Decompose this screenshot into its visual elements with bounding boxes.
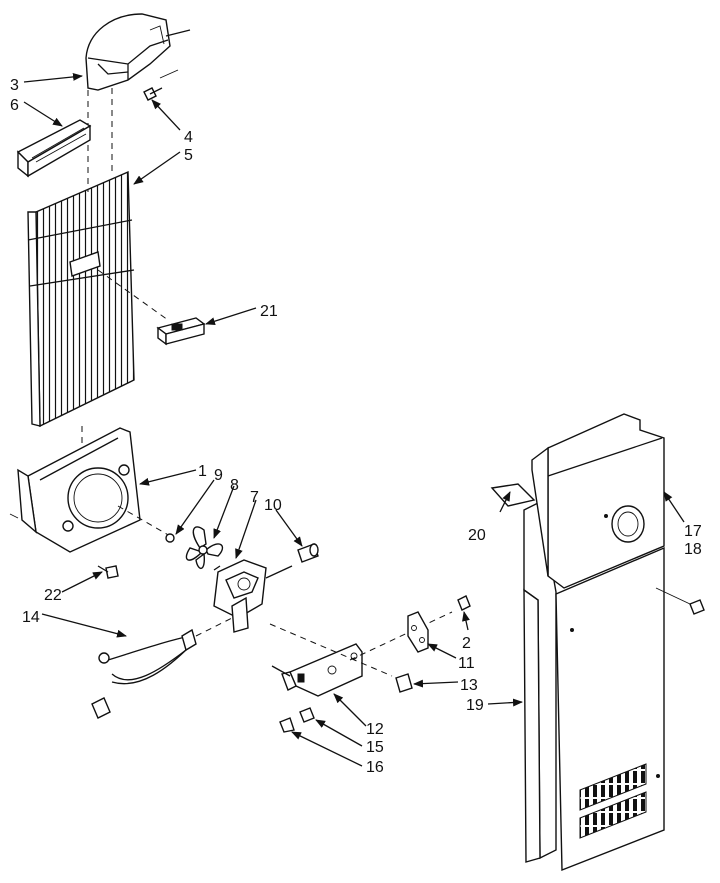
callout-2: 2 bbox=[462, 635, 471, 652]
callout-15: 15 bbox=[366, 739, 384, 756]
rear-access-panel bbox=[531, 413, 665, 872]
screw-2 bbox=[457, 595, 471, 611]
fan-blade bbox=[185, 526, 224, 569]
callout-20: 20 bbox=[468, 527, 486, 544]
callout-16: 16 bbox=[366, 759, 384, 776]
screw-22 bbox=[97, 565, 119, 579]
gasket-strip bbox=[490, 483, 536, 507]
fan-motor bbox=[213, 559, 293, 633]
callout-1: 1 bbox=[198, 463, 207, 480]
air-duct-cover bbox=[85, 13, 191, 91]
callout-11: 11 bbox=[458, 655, 475, 672]
callout-13: 13 bbox=[460, 677, 478, 694]
callout-14: 14 bbox=[22, 609, 40, 626]
callout-18: 18 bbox=[684, 541, 702, 558]
callout-8: 8 bbox=[230, 477, 239, 494]
bracket-21 bbox=[156, 317, 206, 346]
callout-19: 19 bbox=[466, 697, 484, 714]
grommet-10 bbox=[297, 543, 319, 563]
callout-17: 17 bbox=[684, 523, 702, 540]
callout-4: 4 bbox=[184, 129, 193, 146]
callout-7: 7 bbox=[250, 489, 259, 506]
screw-15 bbox=[299, 707, 315, 723]
callout-5: 5 bbox=[184, 147, 193, 164]
callout-9: 9 bbox=[214, 467, 223, 484]
switch-11 bbox=[407, 611, 429, 653]
callout-22: 22 bbox=[44, 587, 62, 604]
callout-leaders bbox=[23, 72, 685, 767]
wire-harness bbox=[91, 628, 197, 719]
screw-4 bbox=[143, 69, 179, 101]
bushing-13 bbox=[395, 673, 413, 693]
liner-channel bbox=[523, 500, 557, 863]
screw-16 bbox=[279, 717, 295, 733]
callout-21: 21 bbox=[260, 303, 278, 320]
motor-bracket bbox=[271, 643, 363, 697]
callout-labels: 3 6 4 5 21 1 9 8 7 10 22 14 20 2 11 13 1… bbox=[10, 77, 702, 776]
callout-10: 10 bbox=[264, 497, 282, 514]
callout-6: 6 bbox=[10, 97, 19, 114]
screw-18 bbox=[655, 587, 705, 615]
callout-12: 12 bbox=[366, 721, 384, 738]
callout-3: 3 bbox=[10, 77, 19, 94]
nut-9 bbox=[165, 533, 175, 543]
grille bbox=[16, 119, 92, 178]
evaporator-cover-panel bbox=[27, 170, 135, 428]
fan-shroud bbox=[9, 427, 141, 553]
